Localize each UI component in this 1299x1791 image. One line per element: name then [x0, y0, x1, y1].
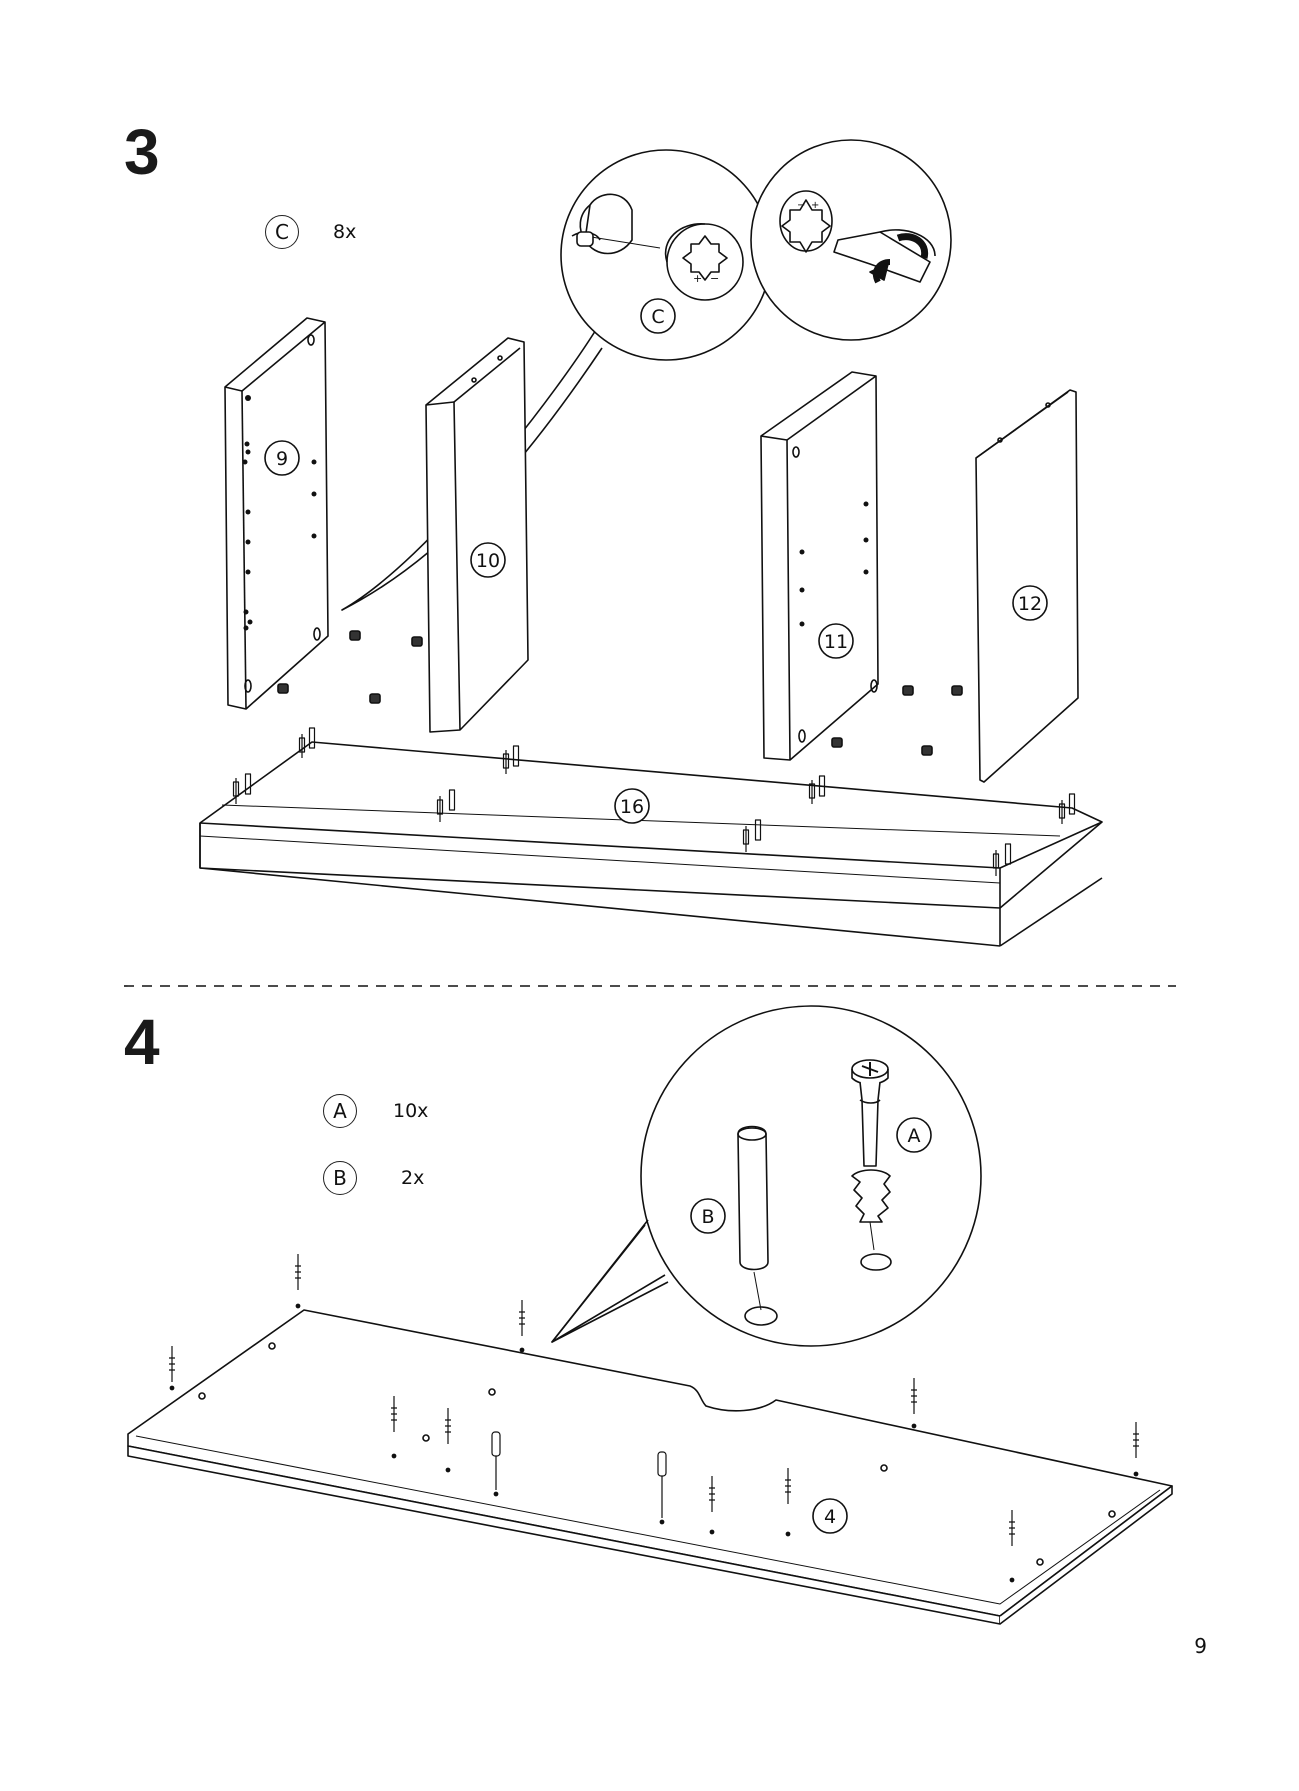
panel-4-top: 4	[128, 1310, 1172, 1624]
panel-10-label: 10	[476, 550, 500, 572]
svg-text:+: +	[811, 200, 819, 211]
panel-12-label: 12	[1018, 593, 1042, 615]
panel-4-label: 4	[824, 1506, 836, 1528]
svg-text:−: −	[710, 272, 719, 285]
panel-10	[426, 338, 528, 732]
step-3-labels: C 9 10 11 12 16	[265, 299, 1047, 823]
cam-bolt-detail-label: A	[908, 1125, 921, 1147]
panel-16-label: 16	[620, 796, 644, 818]
panel-11	[761, 372, 878, 760]
panel-9-label: 9	[276, 448, 288, 470]
svg-text:−: −	[797, 200, 805, 211]
svg-text:+: +	[693, 272, 702, 285]
cam-detail-label: C	[651, 306, 664, 328]
panel-9	[225, 318, 328, 709]
page-number: 9	[1194, 1634, 1207, 1658]
panel-16-base	[200, 742, 1102, 946]
dowel-detail-label: B	[701, 1206, 714, 1228]
panel-11-label: 11	[824, 631, 848, 653]
